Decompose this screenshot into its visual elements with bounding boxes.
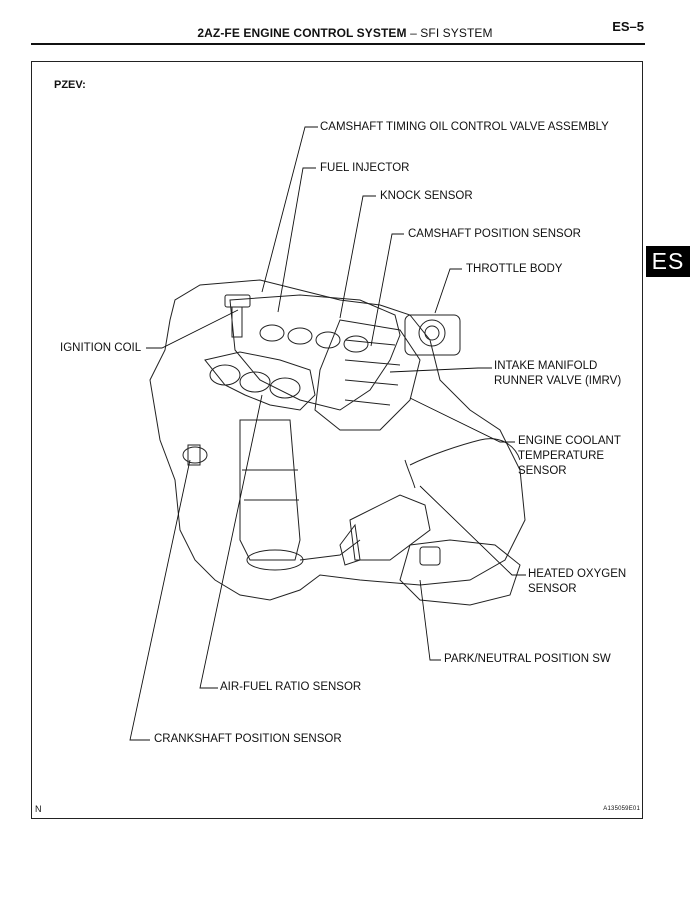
exhaust-runner-3: [269, 377, 301, 399]
callout-fuel-injector: FUEL INJECTOR: [320, 162, 410, 174]
callout-camshaft-position-sensor: CAMSHAFT POSITION SENSOR: [408, 228, 581, 240]
callout-imrv-line1: INTAKE MANIFOLD: [494, 360, 598, 372]
header-title-sub: SFI SYSTEM: [420, 26, 493, 40]
crank-pulley: [182, 446, 208, 464]
sensor-harness-ho2: [404, 459, 416, 489]
callout-park-neutral-position-sw: PARK/NEUTRAL POSITION SW: [444, 653, 611, 665]
converter-band: [242, 469, 299, 501]
page-header-title: 2AZ-FE ENGINE CONTROL SYSTEM – SFI SYSTE…: [0, 26, 690, 40]
cylinder-head-cover: [229, 294, 401, 411]
manifold-converter: [239, 419, 301, 561]
header-rule: [31, 43, 645, 45]
exhaust-manifold: [204, 351, 316, 411]
callout-imrv: INTAKE MANIFOLD RUNNER VALVE (IMRV): [494, 359, 634, 389]
callout-ect-line3: SENSOR: [518, 465, 567, 477]
leader-ect: [409, 397, 515, 443]
callout-throttle-body: THROTTLE BODY: [466, 263, 563, 275]
intake-runners: [344, 339, 401, 406]
exhaust-pipe: [299, 539, 361, 561]
throttle-bore: [418, 319, 446, 347]
callout-imrv-line2: RUNNER VALVE (IMRV): [494, 375, 622, 387]
callout-ect-line2: TEMPERATURE: [518, 450, 605, 462]
intake-port-4: [343, 335, 369, 353]
leader-crankshaft-position: [129, 459, 191, 741]
callout-ho2-line1: HEATED OXYGEN: [528, 568, 627, 580]
intake-port-3: [315, 331, 341, 349]
leader-ignition-coil: [146, 309, 239, 349]
engine-block-outline: [149, 279, 526, 601]
leader-af-sensor: [199, 394, 263, 689]
callout-ect-line1: ENGINE COOLANT: [518, 435, 621, 447]
header-title-separator: –: [410, 26, 417, 40]
callout-heated-oxygen-sensor: HEATED OXYGEN SENSOR: [528, 567, 668, 597]
leader-fuel-injector: [277, 167, 316, 313]
leader-knock-sensor: [339, 195, 376, 319]
throttle-plate: [424, 325, 440, 341]
underbody-converter: [349, 494, 431, 561]
callout-air-fuel-ratio-sensor: AIR-FUEL RATIO SENSOR: [220, 681, 362, 693]
callout-ho2-line2: SENSOR: [528, 583, 577, 595]
throttle-body-shape: [404, 314, 461, 356]
intake-manifold: [314, 319, 421, 431]
leader-ho2: [419, 485, 526, 576]
callout-knock-sensor: KNOCK SENSOR: [380, 190, 473, 202]
figure-frame: [31, 61, 643, 819]
figure-code: A135059E01: [603, 806, 640, 812]
header-title-main: 2AZ-FE ENGINE CONTROL SYSTEM: [197, 26, 407, 40]
leader-throttle-body: [434, 268, 462, 314]
exhaust-runner-2: [239, 371, 271, 393]
exhaust-runner-1: [209, 364, 241, 386]
figure-corner-mark: N: [35, 804, 42, 814]
callout-engine-coolant-temperature-sensor: ENGINE COOLANT TEMPERATURE SENSOR: [518, 434, 658, 479]
leader-camshaft-position: [370, 233, 404, 347]
ignition-coil-boot: [231, 306, 243, 338]
leader-park-neutral: [419, 579, 441, 661]
page-number: ES–5: [612, 19, 644, 34]
leader-camshaft-ocv: [261, 126, 318, 293]
transaxle-shape: [399, 539, 521, 606]
section-tab: ES: [646, 246, 690, 277]
callout-camshaft-timing-ocv: CAMSHAFT TIMING OIL CONTROL VALVE ASSEMB…: [320, 121, 609, 133]
callout-crankshaft-position-sensor: CRANKSHAFT POSITION SENSOR: [154, 733, 342, 745]
park-neutral-switch-shape: [419, 546, 441, 566]
intake-port-1: [259, 324, 285, 342]
leader-lines: [129, 126, 526, 741]
air-intake-hose: [409, 438, 521, 466]
converter-front: [339, 523, 361, 566]
crank-sensor-shape: [187, 444, 201, 466]
variant-label: PZEV:: [54, 79, 86, 91]
callout-ignition-coil: IGNITION COIL: [60, 342, 142, 354]
ignition-coil-shape: [224, 294, 251, 308]
leader-imrv: [389, 367, 492, 373]
intake-port-2: [287, 327, 313, 345]
